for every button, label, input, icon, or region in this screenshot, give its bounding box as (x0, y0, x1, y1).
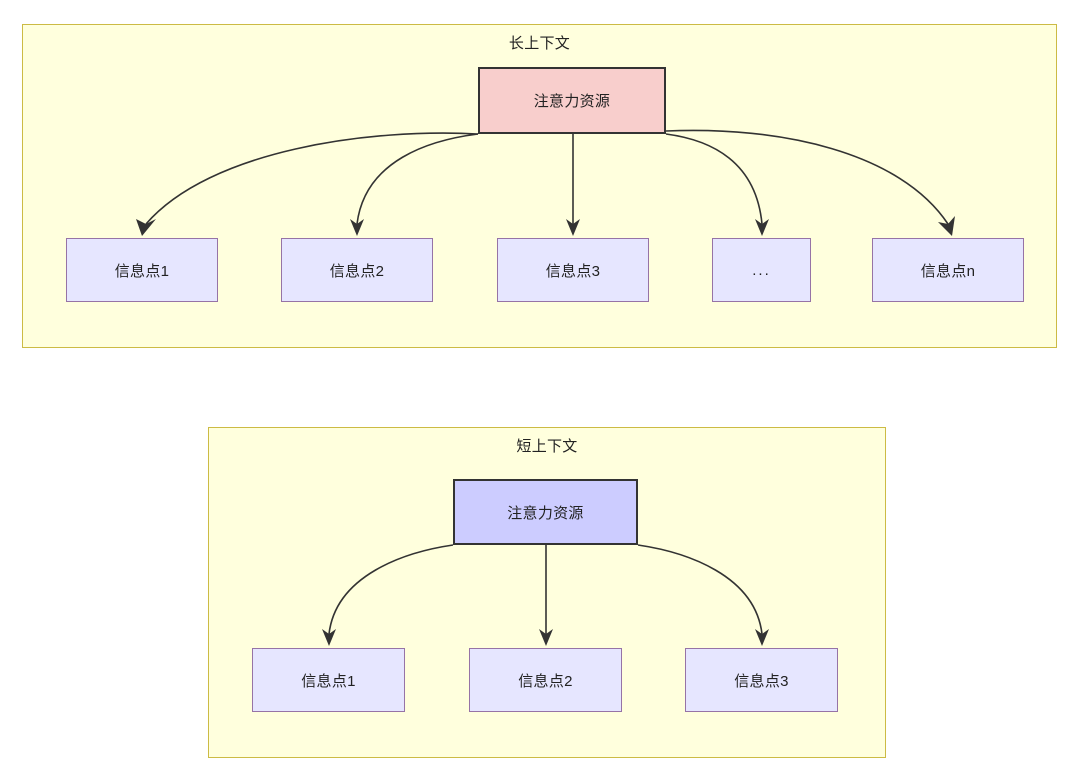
group-short-context-title: 短上下文 (516, 438, 578, 455)
node-info-point-3-long[interactable]: 信息点3 (497, 238, 649, 302)
node-info-point-3-short[interactable]: 信息点3 (685, 648, 838, 712)
node-info-point-1-long[interactable]: 信息点1 (66, 238, 218, 302)
node-info-point-2-short[interactable]: 信息点2 (469, 648, 622, 712)
node-attention-resource-short[interactable]: 注意力资源 (453, 479, 638, 545)
node-attention-resource-long[interactable]: 注意力资源 (478, 67, 666, 134)
node-info-point-ellipsis-long[interactable]: ... (712, 238, 811, 302)
node-info-point-1-short[interactable]: 信息点1 (252, 648, 405, 712)
node-info-point-n-long[interactable]: 信息点n (872, 238, 1024, 302)
group-long-context-title: 长上下文 (508, 35, 571, 52)
node-info-point-2-long[interactable]: 信息点2 (281, 238, 433, 302)
